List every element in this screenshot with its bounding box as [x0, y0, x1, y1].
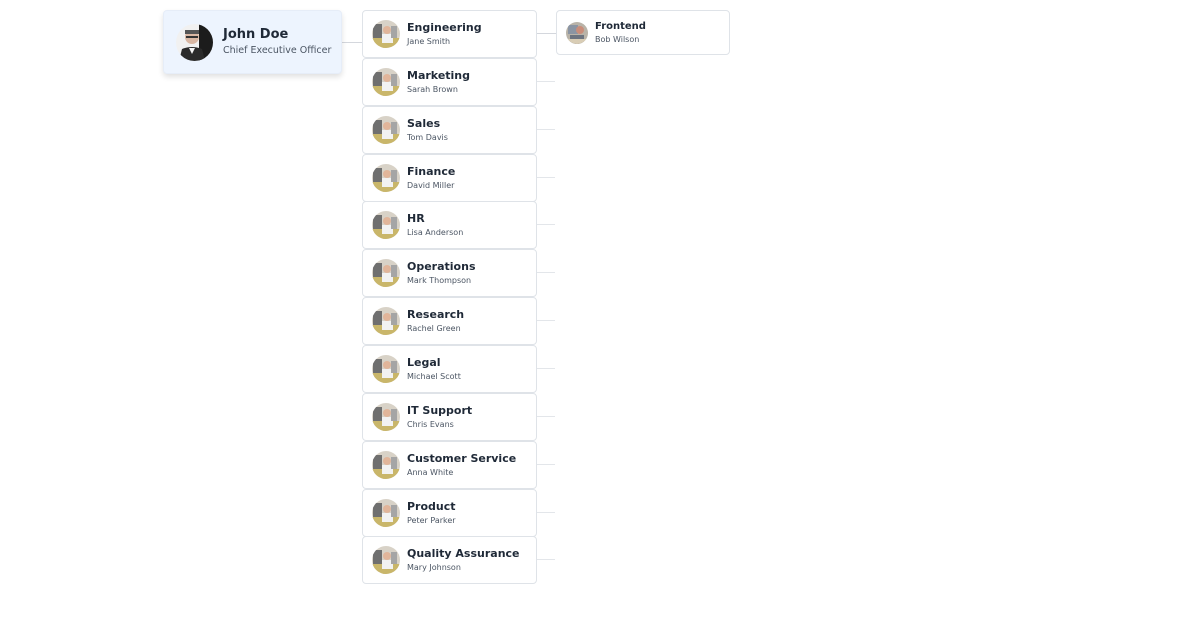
department-head: Mark Thompson [407, 275, 472, 285]
person-avatar-icon [176, 23, 213, 61]
department-name: IT Support [407, 403, 473, 417]
connector-stub [537, 559, 555, 560]
department-head: Lisa Anderson [407, 227, 464, 237]
connector-engineering-to-frontend [537, 33, 556, 34]
connector-stub [537, 464, 555, 465]
department-avatar-icon [372, 355, 400, 383]
connector-stub [537, 129, 555, 130]
ceo-role: Chief Executive Officer [223, 44, 332, 56]
department-avatar-icon [372, 20, 400, 48]
department-head: Chris Evans [407, 419, 454, 429]
ceo-name: John Doe [223, 26, 289, 42]
department-name: Research [407, 307, 465, 321]
connector-stub [537, 81, 555, 82]
department-avatar-icon [372, 211, 400, 239]
department-name: Marketing [407, 68, 471, 82]
team-avatar-icon [566, 21, 588, 44]
department-head: Michael Scott [407, 371, 461, 381]
department-name: HR [407, 211, 425, 225]
department-name: Operations [407, 259, 476, 273]
department-head: Anna White [407, 467, 454, 477]
department-avatar-icon [372, 499, 400, 527]
department-head: Sarah Brown [407, 84, 458, 94]
department-name: Product [407, 499, 456, 513]
department-avatar-icon [372, 307, 400, 335]
department-avatar-icon [372, 164, 400, 192]
connector-stub [537, 272, 555, 273]
connector-stub [537, 512, 555, 513]
department-name: Sales [407, 116, 441, 130]
connector-stub [537, 177, 555, 178]
department-avatar-icon [372, 259, 400, 287]
department-avatar-icon [372, 451, 400, 479]
department-head: Jane Smith [407, 36, 451, 46]
team-card-frontend[interactable]: Frontend Bob Wilson [556, 10, 730, 55]
department-card[interactable]: HR Lisa Anderson [362, 201, 537, 249]
team-card-text: Frontend Bob Wilson [595, 20, 646, 46]
department-avatar-icon [372, 116, 400, 144]
department-name: Legal [407, 355, 441, 369]
connector-stub [537, 416, 555, 417]
department-name: Engineering [407, 20, 482, 34]
department-head: Mary Johnson [407, 562, 461, 572]
team-name: Frontend [595, 20, 646, 32]
department-card-text: HR Lisa Anderson [407, 212, 463, 239]
department-head: David Miller [407, 180, 455, 190]
department-avatar-icon [372, 403, 400, 431]
department-name: Customer Service [407, 451, 517, 465]
ceo-card-text: John Doe Chief Executive Officer [223, 27, 331, 58]
department-avatar-icon [372, 68, 400, 96]
department-head: Rachel Green [407, 323, 461, 333]
department-name: Finance [407, 164, 456, 178]
team-lead: Bob Wilson [595, 34, 640, 44]
connector-stub [537, 320, 555, 321]
ceo-card[interactable]: John Doe Chief Executive Officer [163, 10, 342, 74]
connector-stub [537, 224, 555, 225]
connector-root-to-engineering [342, 42, 362, 43]
department-name: Quality Assurance [407, 546, 520, 560]
connector-stub [537, 368, 555, 369]
department-head: Peter Parker [407, 515, 456, 525]
department-head: Tom Davis [407, 132, 448, 142]
department-avatar-icon [372, 546, 400, 574]
